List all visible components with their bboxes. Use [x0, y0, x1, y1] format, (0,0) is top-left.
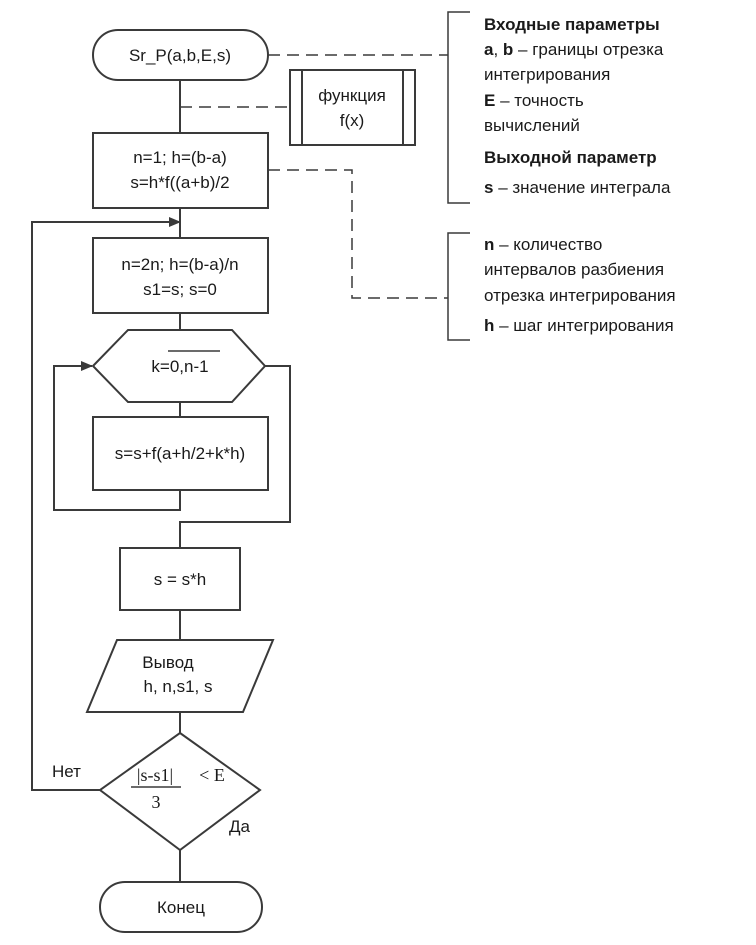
svg-text:h, n,s1, s: h, n,s1, s	[144, 677, 213, 696]
svg-text:n=1; h=(b-a): n=1; h=(b-a)	[133, 148, 227, 167]
svg-text:k=0,n-1: k=0,n-1	[151, 357, 208, 376]
svg-text:h – шаг интегрирования: h – шаг интегрирования	[484, 316, 674, 335]
yes-label: Да	[229, 817, 251, 836]
svg-text:интегрирования: интегрирования	[484, 65, 610, 84]
svg-text:n – количество: n – количество	[484, 235, 602, 254]
iteration-process-block: n=2n; h=(b-a)/n s1=s; s=0	[92, 237, 269, 314]
condition-denominator: 3	[152, 792, 161, 812]
svg-text:s=s+f(a+h/2+k*h): s=s+f(a+h/2+k*h)	[115, 444, 245, 463]
svg-text:n=2n; h=(b-a)/n: n=2n; h=(b-a)/n	[121, 255, 238, 274]
summation-process-block: s=s+f(a+h/2+k*h)	[92, 416, 269, 491]
svg-text:Вывод: Вывод	[142, 653, 193, 672]
condition-numerator: |s-s1|	[137, 765, 173, 785]
svg-text:функция: функция	[318, 86, 386, 105]
svg-text:s – значение интеграла: s – значение интеграла	[484, 178, 671, 197]
comment-connectors	[180, 11, 470, 341]
svg-text:отрезка интегрирования: отрезка интегрирования	[484, 286, 676, 305]
svg-text:Входные параметры: Входные параметры	[484, 15, 660, 34]
svg-text:s=h*f((a+b)/2: s=h*f((a+b)/2	[130, 173, 229, 192]
inner-loop-back-arrow	[53, 361, 181, 511]
init-process-block: n=1; h=(b-a) s=h*f((a+b)/2	[92, 132, 269, 209]
start-label: Sr_P(a,b,E,s)	[129, 46, 231, 65]
svg-text:a, b – границы отрезка: a, b – границы отрезка	[484, 40, 664, 59]
start-terminator	[92, 29, 269, 81]
no-label: Нет	[52, 762, 81, 781]
loop-hexagon: k=0,n-1	[91, 329, 267, 403]
flow-connectors	[31, 80, 291, 882]
vars-comment: n – количество интервалов разбиения отре…	[484, 235, 676, 335]
function-block: функция f(x)	[289, 69, 416, 146]
svg-text:f(x): f(x)	[340, 111, 365, 130]
svg-text:E – точность: E – точность	[484, 91, 584, 110]
svg-text:Выходной параметр: Выходной параметр	[484, 148, 657, 167]
condition-rhs: < E	[199, 765, 225, 785]
svg-text:s1=s; s=0: s1=s; s=0	[143, 280, 217, 299]
output-parallelogram: Вывод h, n,s1, s	[85, 639, 275, 713]
local-vars-bracket	[447, 232, 470, 341]
end-label: Конец	[157, 898, 205, 917]
decision-diamond: |s-s1| < E 3	[98, 731, 262, 852]
input-params-bracket	[447, 11, 470, 204]
svg-text:вычислений: вычислений	[484, 116, 580, 135]
loop-exit-line	[179, 365, 291, 548]
end-terminator	[99, 881, 263, 933]
svg-text:s = s*h: s = s*h	[154, 570, 206, 589]
no-branch-arrow	[31, 217, 181, 791]
svg-text:интервалов разбиения: интервалов разбиения	[484, 260, 664, 279]
multiply-process-block: s = s*h	[119, 547, 241, 611]
params-comment: Входные параметры a, b – границы отрезка…	[484, 15, 671, 197]
